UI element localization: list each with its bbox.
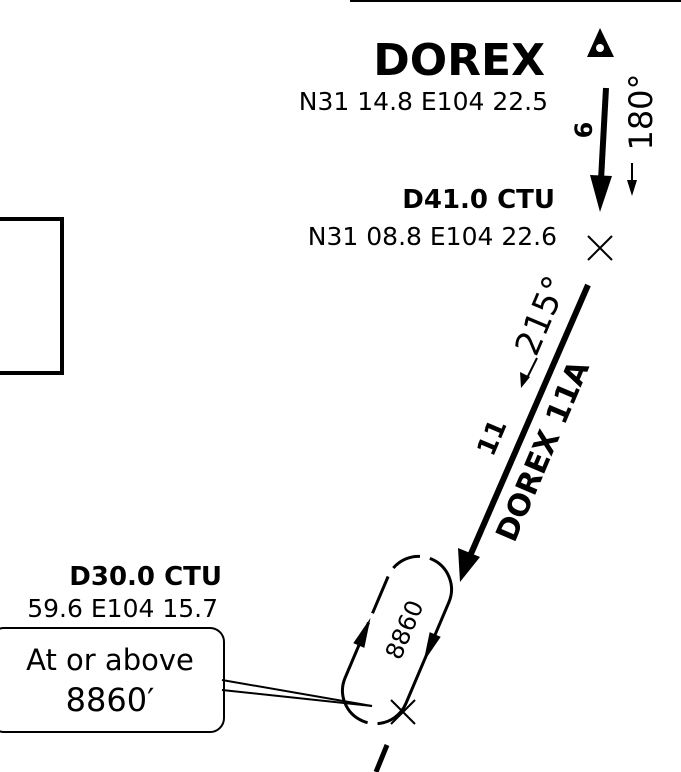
fix-coords-d30: 59.6 E104 15.7: [27, 594, 218, 623]
leg-course-215: 215°: [507, 270, 576, 361]
course-arrow-icon: [627, 163, 637, 196]
holding-pattern: [341, 554, 453, 726]
holding-altitude: 8860: [380, 596, 430, 663]
fix-name-dorex: DOREX: [373, 35, 545, 86]
fix-name-d41: D41.0 CTU: [402, 185, 555, 215]
course-arrow-icon: [520, 357, 538, 388]
track-dash: [373, 744, 390, 772]
fix-coords-dorex: N31 14.8 E104 22.5: [299, 87, 548, 116]
leg-distance-6: 6: [570, 122, 598, 139]
triangle-waypoint-icon: [587, 28, 614, 57]
leg-distance-11: 11: [472, 415, 514, 460]
fix-name-d30: D30.0 CTU: [69, 562, 222, 592]
leg-course-180: 180°: [622, 73, 660, 150]
map-box: [0, 217, 64, 375]
altitude-callout: At or above 8860′: [0, 627, 373, 733]
leg-arrow-180: [590, 87, 612, 212]
leg-arrow-215: [458, 283, 591, 582]
callout-line1: At or above: [26, 643, 194, 677]
callout-line2: 8860′: [66, 681, 155, 719]
fix-x-icon: [587, 235, 613, 261]
fix-coords-d41: N31 08.8 E104 22.6: [308, 222, 557, 251]
fix-x-icon: [390, 699, 416, 725]
